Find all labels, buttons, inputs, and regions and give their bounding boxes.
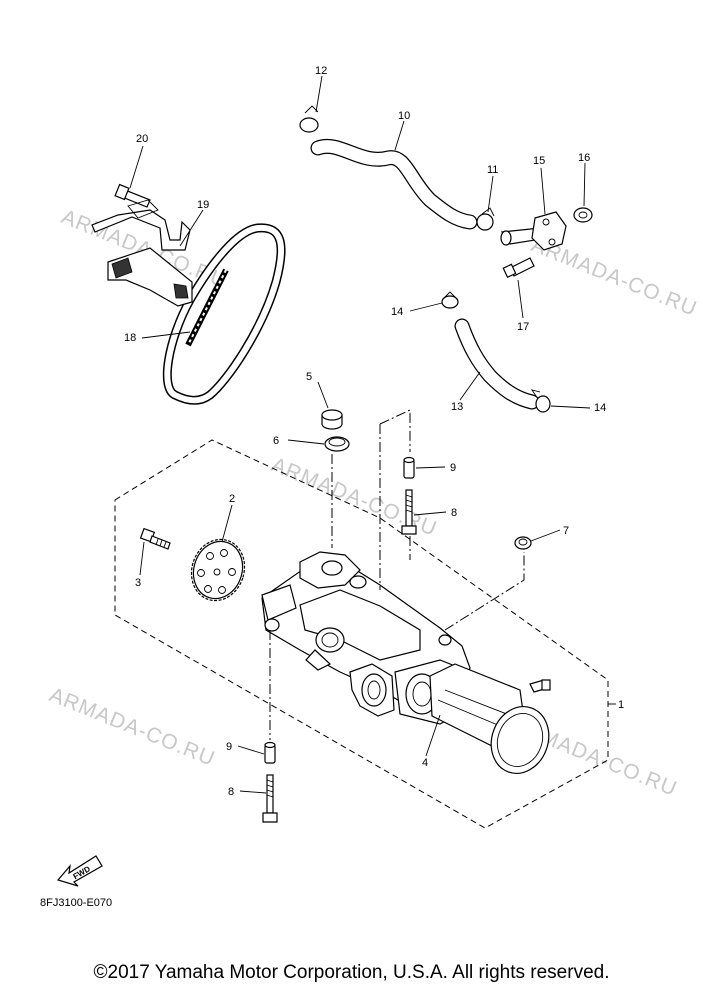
copyright-notice: ©2017 Yamaha Motor Corporation, U.S.A. A…	[93, 962, 610, 983]
collar-5	[321, 409, 343, 430]
callout-2: 2	[229, 493, 235, 505]
callout-4: 4	[422, 757, 428, 769]
dowel-pin-9a	[403, 456, 415, 479]
hose-clamp-14a	[441, 295, 459, 309]
oil-pump-chain-18	[162, 223, 286, 405]
callout-11: 11	[487, 164, 498, 176]
callout-10: 10	[398, 110, 410, 122]
callout-8b: 8	[228, 786, 234, 798]
callout-8a: 8	[451, 507, 457, 519]
callout-1: 1	[618, 699, 624, 711]
clamp-14a-ear	[443, 291, 457, 299]
washer-7	[514, 536, 532, 550]
bolt-3	[139, 527, 171, 550]
callout-18: 18	[124, 332, 136, 344]
hose-clamp-11	[476, 213, 494, 231]
callout-3: 3	[135, 577, 141, 589]
callout-9b: 9	[226, 741, 232, 753]
callout-20: 20	[136, 133, 148, 145]
sprocket-2	[190, 538, 246, 602]
diagram-code: 8FJ3100-E070	[40, 897, 112, 909]
callout-labels: 1 2 3 4 5 6 7 8 8 9 9 10 11 12 13 14 14 …	[124, 65, 624, 798]
callout-15: 15	[533, 155, 545, 167]
hose-10	[310, 139, 478, 230]
clamp-11-ear	[481, 207, 495, 217]
bolt-8b	[262, 774, 278, 823]
hose-13	[454, 318, 540, 410]
washer-20	[127, 199, 159, 219]
assembly-outline	[114, 439, 609, 829]
leader-lines	[129, 75, 591, 794]
chain-guide-19	[91, 209, 193, 307]
bolt-20	[114, 183, 151, 208]
bolt-8a	[401, 489, 417, 535]
callout-16: 16	[578, 152, 590, 164]
dowel-pin-9b	[264, 741, 276, 764]
callout-17: 17	[517, 321, 529, 333]
watermark: ARMADA-CO.RU	[46, 683, 218, 770]
o-ring-6	[324, 436, 350, 452]
callout-13: 13	[451, 401, 463, 413]
hose-clamp-14b	[535, 395, 551, 413]
clamp-14b-ear	[530, 389, 541, 397]
guide-line	[379, 409, 411, 452]
gasket-16-hole	[578, 211, 588, 219]
callout-12: 12	[315, 65, 327, 77]
callout-7: 7	[563, 525, 569, 537]
callout-14b: 14	[594, 402, 606, 414]
callout-5: 5	[306, 371, 312, 383]
callout-6: 6	[273, 435, 279, 447]
callout-19: 19	[197, 199, 209, 211]
fwd-arrow-icon: FWD	[56, 855, 103, 887]
callout-14a: 14	[391, 306, 403, 318]
gasket-16	[573, 207, 593, 223]
union-15	[500, 211, 567, 251]
hose-clamp-12	[299, 117, 319, 133]
guide-line	[444, 552, 525, 631]
callout-9a: 9	[450, 462, 456, 474]
strainer-4	[429, 663, 551, 774]
bolt-17	[502, 257, 535, 279]
